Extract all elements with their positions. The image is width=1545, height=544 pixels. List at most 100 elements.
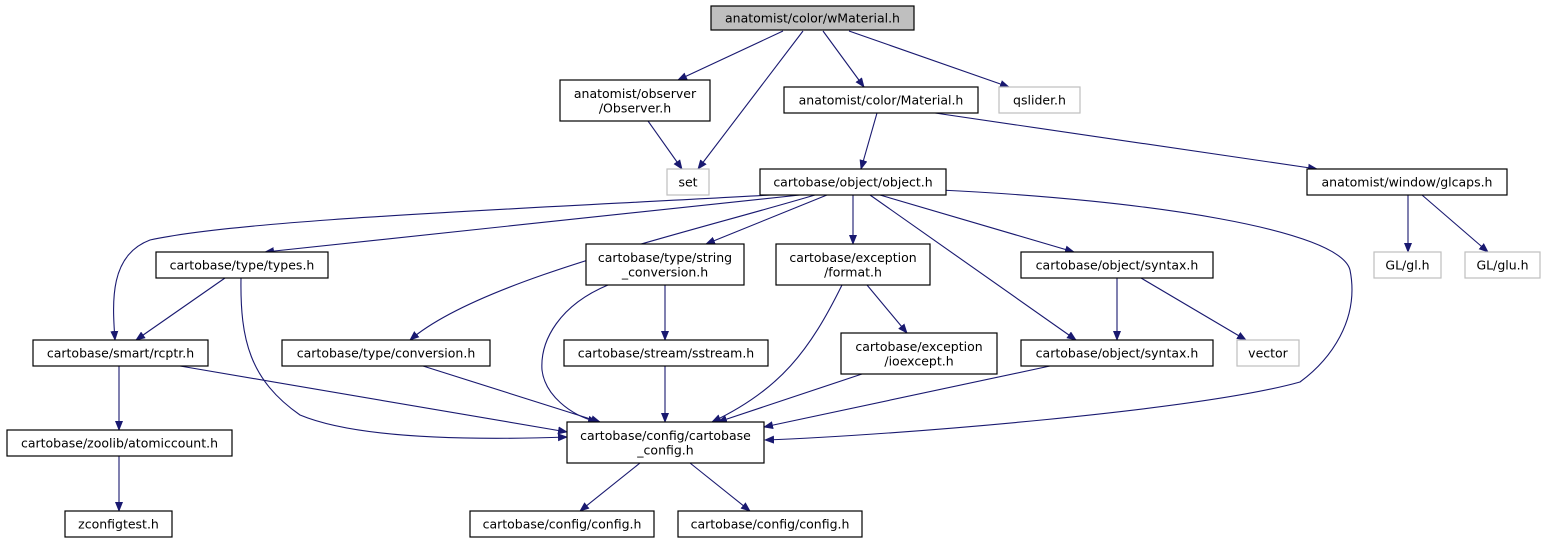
edge-object-syntax2 (869, 194, 1077, 341)
edge-material-glcaps (934, 112, 1318, 172)
node-gl: GL/gl.h (1373, 251, 1442, 279)
node-box (666, 168, 710, 196)
node-box (759, 168, 947, 196)
node-atomic[interactable]: cartobase/zoolib/atomiccount.h (6, 429, 233, 457)
node-label: anatomist/window/glcaps.h (1322, 175, 1493, 190)
node-format[interactable]: cartobase/exception/format.h (775, 243, 931, 286)
node-box (1464, 251, 1541, 279)
node-label: cartobase/exception (855, 339, 982, 354)
node-label: anatomist/color/wMaterial.h (725, 11, 900, 26)
edge-root-qslider (848, 30, 1010, 88)
node-box (1020, 339, 1214, 367)
node-box (1306, 168, 1508, 196)
node-box (1373, 251, 1442, 279)
node-label: cartobase/smart/rcptr.h (47, 346, 194, 361)
edge-syntax1-vector (1140, 277, 1247, 341)
node-object[interactable]: cartobase/object/object.h (759, 168, 947, 196)
node-types[interactable]: cartobase/type/types.h (155, 251, 329, 279)
node-box (32, 339, 209, 367)
node-label: cartobase/exception (789, 250, 916, 265)
edge-root-observer (677, 30, 784, 81)
node-qslider: qslider.h (998, 86, 1081, 114)
node-box (64, 510, 173, 538)
node-zconfig[interactable]: zconfigtest.h (64, 510, 173, 538)
edge-types-cbconfig (240, 277, 568, 442)
node-cbconfig[interactable]: cartobase/config/cartobase_config.h (566, 421, 765, 464)
node-label: cartobase/object/object.h (773, 175, 932, 190)
node-label: set (678, 175, 697, 190)
node-label: anatomist/observer (574, 86, 697, 101)
edge-glcaps-glu (1421, 194, 1489, 253)
node-box (775, 243, 931, 286)
node-material[interactable]: anatomist/color/Material.h (783, 86, 979, 114)
node-root[interactable]: anatomist/color/wMaterial.h (710, 5, 915, 31)
node-syntax1[interactable]: cartobase/object/syntax.h (1020, 251, 1214, 279)
node-box (998, 86, 1081, 114)
node-glcaps[interactable]: anatomist/window/glcaps.h (1306, 168, 1508, 196)
node-label: cartobase/object/syntax.h (1036, 346, 1199, 361)
node-box (566, 421, 765, 464)
edge-format-cbconfig (711, 284, 843, 423)
node-label: _config.h (636, 442, 693, 457)
edge-material-object (859, 112, 878, 170)
node-box (585, 243, 745, 286)
node-box (710, 5, 915, 31)
nodes-layer: anatomist/color/wMaterial.h anatomist/obs… (6, 5, 1541, 538)
node-sstream[interactable]: cartobase/stream/sstream.h (563, 339, 769, 367)
edge-object-rcptr (110, 194, 772, 341)
edge-strconv-cbconfig (541, 284, 609, 424)
node-label: GL/glu.h (1476, 258, 1528, 273)
edge-syntax2-cbconfig (763, 365, 1051, 430)
node-label: anatomist/color/Material.h (799, 93, 964, 108)
node-label: /Observer.h (599, 100, 671, 115)
node-label: cartobase/config/cartobase (580, 428, 751, 443)
edge-cbconfig-config1 (579, 462, 641, 512)
node-label: /format.h (824, 264, 882, 279)
node-conversion[interactable]: cartobase/type/conversion.h (281, 339, 491, 367)
node-observer[interactable]: anatomist/observer/Observer.h (559, 79, 711, 122)
edge-types-rcptr (135, 277, 226, 341)
edge-ioexcept-cbconfig (717, 373, 863, 423)
node-rcptr[interactable]: cartobase/smart/rcptr.h (32, 339, 209, 367)
edge-root-set (697, 30, 804, 170)
edge-rcptr-cbconfig (179, 365, 568, 435)
node-label: /ioexcept.h (884, 353, 953, 368)
node-box (1236, 339, 1300, 367)
node-label: cartobase/config/config.h (483, 517, 642, 532)
node-label: cartobase/stream/sstream.h (578, 346, 754, 361)
node-box (677, 510, 863, 538)
node-glu: GL/glu.h (1464, 251, 1541, 279)
edges-layer (110, 30, 1489, 512)
node-config1[interactable]: cartobase/config/config.h (469, 510, 655, 538)
edge-object-strconv (705, 194, 828, 245)
node-label: cartobase/type/conversion.h (297, 346, 476, 361)
node-label: cartobase/config/config.h (691, 517, 850, 532)
node-label: _conversion.h (621, 264, 708, 279)
node-box (281, 339, 491, 367)
node-box (469, 510, 655, 538)
node-box (6, 429, 233, 457)
node-box (155, 251, 329, 279)
node-box (840, 332, 998, 375)
node-label: cartobase/zoolib/atomiccount.h (21, 436, 218, 451)
edge-object-types (264, 194, 801, 256)
node-syntax2[interactable]: cartobase/object/syntax.h (1020, 339, 1214, 367)
node-box (783, 86, 979, 114)
node-label: cartobase/type/types.h (170, 258, 315, 273)
node-ioexcept[interactable]: cartobase/exception/ioexcept.h (840, 332, 998, 375)
node-box (1020, 251, 1214, 279)
edge-object-syntax1 (879, 194, 1075, 254)
edge-conversion-cbconfig (422, 365, 601, 424)
edge-cbconfig-config2 (689, 462, 751, 512)
node-box (563, 339, 769, 367)
node-config2[interactable]: cartobase/config/config.h (677, 510, 863, 538)
node-label: vector (1248, 346, 1289, 361)
edge-object-cbconfig (764, 189, 1353, 444)
node-label: cartobase/object/syntax.h (1036, 258, 1199, 273)
node-label: cartobase/type/string (598, 250, 732, 265)
edge-root-material (822, 30, 865, 88)
node-label: qslider.h (1013, 93, 1066, 108)
edge-format-ioexcept (866, 284, 908, 334)
node-strconv[interactable]: cartobase/type/string_conversion.h (585, 243, 745, 286)
